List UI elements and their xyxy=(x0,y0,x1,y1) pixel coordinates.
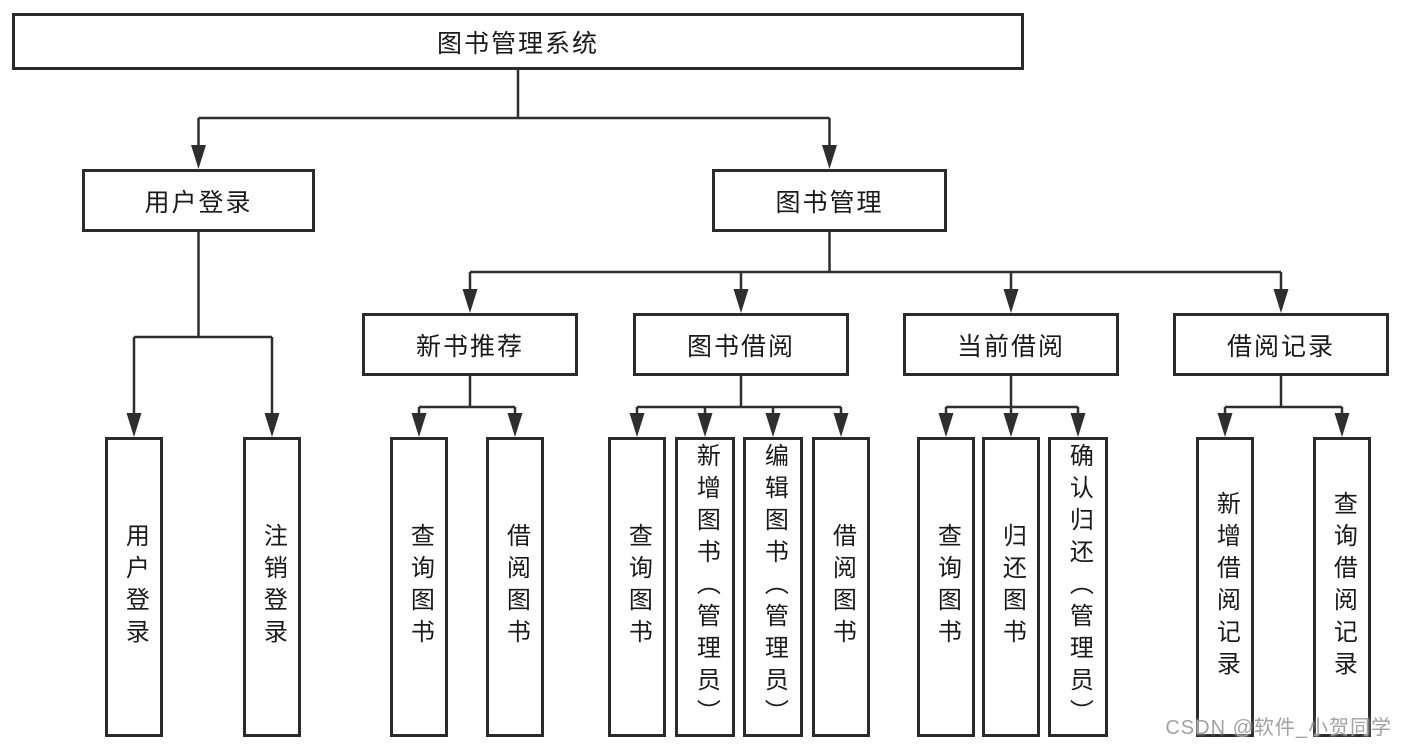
node-borrow-record: 借阅记录 xyxy=(1173,313,1389,376)
leaf-user-login: 用户登录 xyxy=(105,437,163,737)
node-book-borrow-label: 图书借阅 xyxy=(686,332,795,361)
leaf-return-book: 归还图书 xyxy=(982,437,1040,737)
leaf-edit-book-admin-label: 编辑图书（管理员） xyxy=(760,443,788,731)
leaf-borrow-book-2-label: 借阅图书 xyxy=(828,523,856,651)
leaf-borrow-book-2: 借阅图书 xyxy=(812,437,870,737)
leaf-borrow-book-1-label: 借阅图书 xyxy=(502,523,530,651)
leaf-query-book-2-label: 查询图书 xyxy=(624,523,652,651)
leaf-query-borrow-record: 查询借阅记录 xyxy=(1313,437,1371,737)
leaf-query-book-3: 查询图书 xyxy=(917,437,975,737)
leaf-query-borrow-record-label: 查询借阅记录 xyxy=(1329,491,1357,683)
leaf-logout-label: 注销登录 xyxy=(259,523,287,651)
leaf-query-book-2: 查询图书 xyxy=(608,437,666,737)
leaf-logout: 注销登录 xyxy=(243,437,301,737)
leaf-query-book-1: 查询图书 xyxy=(390,437,448,737)
node-book-borrow: 图书借阅 xyxy=(633,313,849,376)
leaf-edit-book-admin: 编辑图书（管理员） xyxy=(743,437,803,737)
node-current-borrow-label: 当前借阅 xyxy=(956,332,1065,361)
node-new-book-recommend-label: 新书推荐 xyxy=(415,332,524,361)
node-current-borrow: 当前借阅 xyxy=(903,313,1119,376)
leaf-confirm-return-admin-label: 确认归还（管理员） xyxy=(1065,443,1093,731)
leaf-query-book-3-label: 查询图书 xyxy=(933,523,961,651)
node-book-management: 图书管理 xyxy=(712,169,947,232)
leaf-query-book-1-label: 查询图书 xyxy=(406,523,434,651)
leaf-add-borrow-record: 新增借阅记录 xyxy=(1196,437,1254,737)
leaf-return-book-label: 归还图书 xyxy=(998,523,1026,651)
watermark: CSDN @软件_小贺同学 xyxy=(1165,717,1392,739)
leaf-add-borrow-record-label: 新增借阅记录 xyxy=(1212,491,1240,683)
node-library-system: 图书管理系统 xyxy=(12,13,1024,70)
leaf-add-book-admin-label: 新增图书（管理员） xyxy=(692,443,720,731)
node-user-login: 用户登录 xyxy=(82,169,315,232)
node-new-book-recommend: 新书推荐 xyxy=(362,313,578,376)
node-borrow-record-label: 借阅记录 xyxy=(1226,332,1335,361)
leaf-borrow-book-1: 借阅图书 xyxy=(486,437,544,737)
node-book-management-label: 图书管理 xyxy=(775,188,884,217)
node-library-system-label: 图书管理系统 xyxy=(436,29,599,58)
node-user-login-label: 用户登录 xyxy=(144,188,253,217)
leaf-confirm-return-admin: 确认归还（管理员） xyxy=(1048,437,1108,737)
leaf-add-book-admin: 新增图书（管理员） xyxy=(675,437,735,737)
leaf-user-login-label: 用户登录 xyxy=(121,523,149,651)
